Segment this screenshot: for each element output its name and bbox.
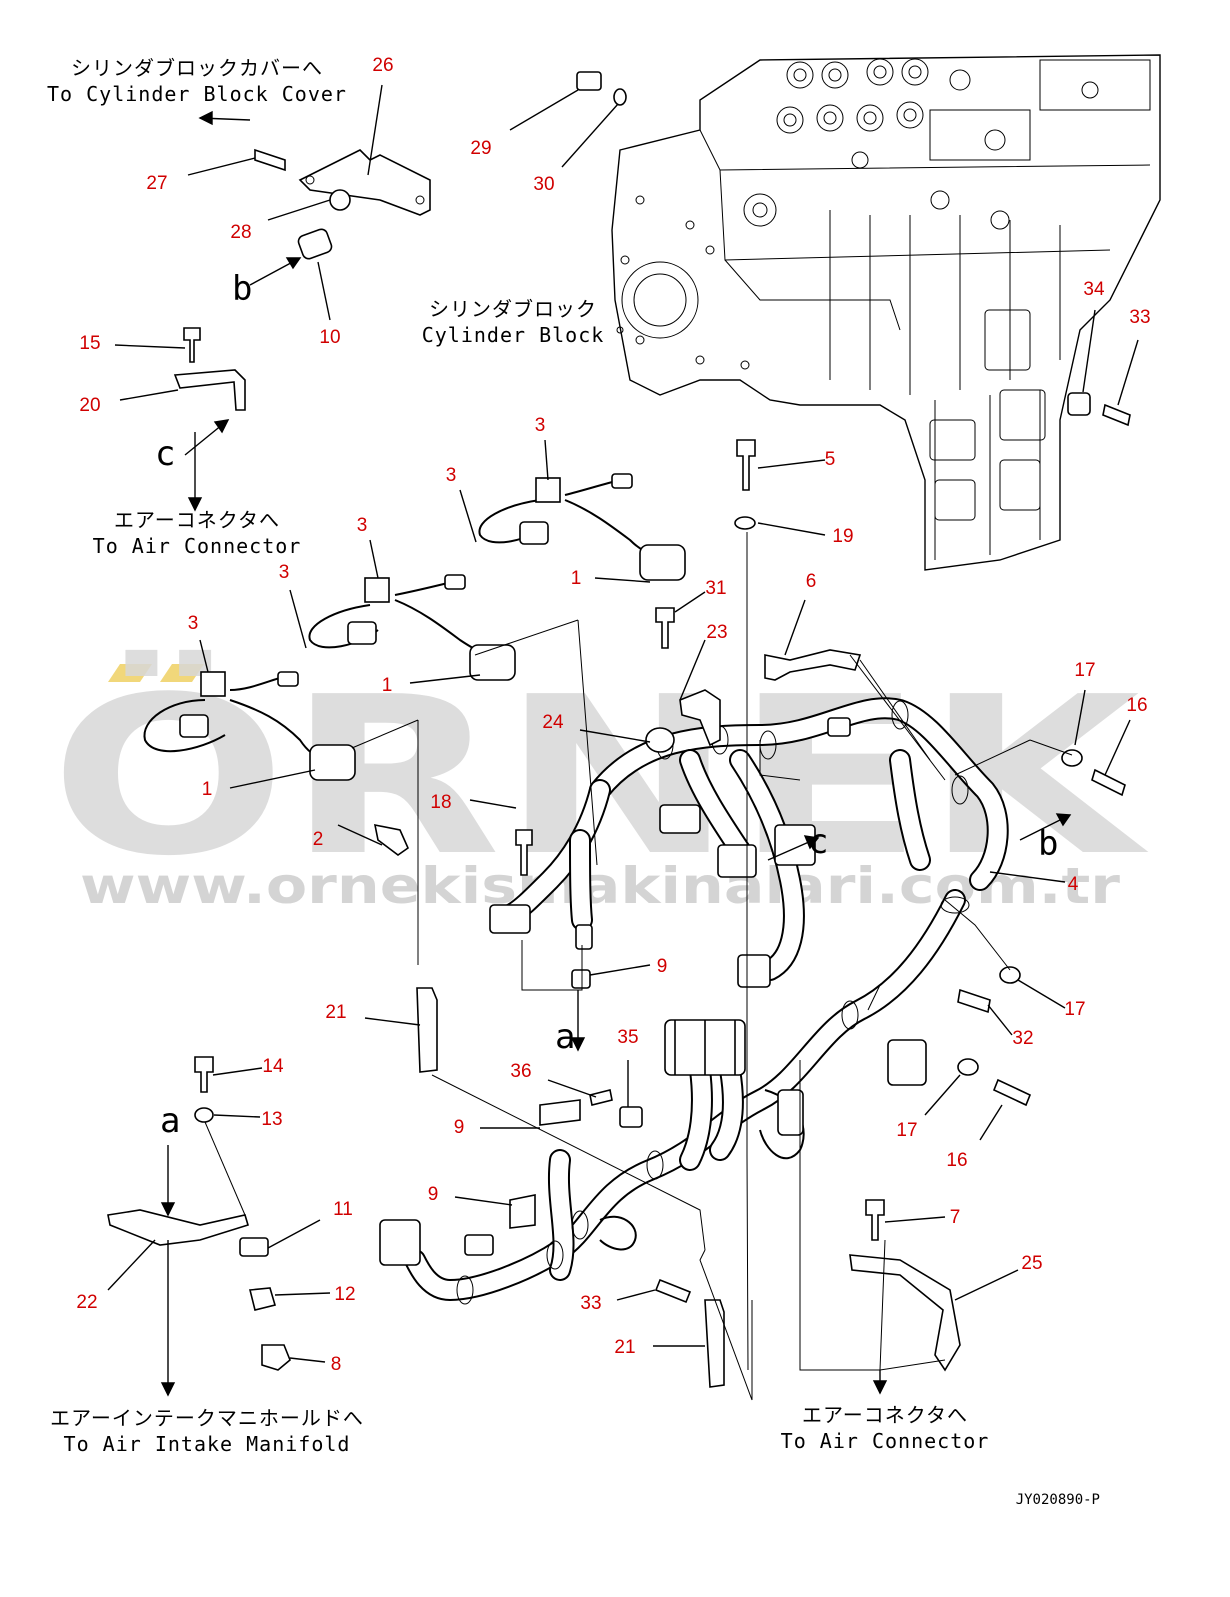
view-letter-b-top: b: [232, 269, 252, 309]
note-air-connector2-jp: エアーコネクタへ: [802, 1403, 968, 1427]
note-air-intake-jp: エアーインテークマニホールドへ: [50, 1406, 364, 1430]
callout-19: 19: [832, 526, 853, 547]
figure-code: JY020890-P: [1016, 1492, 1100, 1508]
callout-35: 35: [617, 1027, 638, 1048]
cylinder-block-illustration: [611, 54, 1161, 571]
callout-1-a: 1: [571, 568, 582, 589]
callout-15: 15: [79, 333, 100, 354]
callout-4: 4: [1068, 874, 1079, 895]
callout-33-top: 33: [1129, 307, 1150, 328]
callout-7: 7: [950, 1207, 961, 1228]
callout-25: 25: [1021, 1253, 1042, 1274]
callout-20: 20: [79, 395, 100, 416]
callout-22: 22: [76, 1292, 97, 1313]
callout-33-bottom: 33: [580, 1293, 601, 1314]
view-letter-c-center: c: [808, 822, 828, 862]
note-air-connector-en: To Air Connector: [93, 534, 302, 558]
note-air-connector-jp: エアーコネクタへ: [114, 508, 280, 532]
callout-3-c: 3: [357, 515, 368, 536]
callout-29: 29: [470, 138, 491, 159]
sensors: [143, 473, 686, 781]
callout-28: 28: [230, 222, 251, 243]
part-callouts: 26 27 28 10 29 30 15 20 34 33 3 3 3 3 3 …: [76, 55, 1150, 1375]
callout-9-a: 9: [657, 956, 668, 977]
callout-23: 23: [706, 622, 727, 643]
callout-32: 32: [1012, 1028, 1033, 1049]
callout-21-a: 21: [325, 1002, 346, 1023]
view-letters: b c c b a a: [155, 269, 1058, 1141]
callout-16-b: 16: [946, 1150, 967, 1171]
leader-lines: [107, 84, 1139, 1401]
callout-17-b: 17: [1064, 999, 1085, 1020]
callout-3-d: 3: [279, 562, 290, 583]
callout-9-b: 9: [454, 1117, 465, 1138]
note-cylinder-block-en: Cylinder Block: [422, 323, 605, 347]
callout-10: 10: [319, 327, 340, 348]
watermark-accent-right: [160, 664, 204, 682]
callout-17-c: 17: [896, 1120, 917, 1141]
callout-24: 24: [542, 712, 564, 733]
callout-26: 26: [372, 55, 393, 76]
watermark-accent-left: [108, 664, 152, 682]
hardware: [107, 71, 1131, 1388]
callout-1-c: 1: [202, 779, 213, 800]
callout-3-b: 3: [446, 465, 457, 486]
callout-17-a: 17: [1074, 660, 1095, 681]
callout-18: 18: [430, 792, 451, 813]
view-letter-c-left: c: [155, 434, 175, 474]
note-air-intake-en: To Air Intake Manifold: [64, 1432, 351, 1456]
callout-31: 31: [705, 578, 726, 599]
callout-2: 2: [313, 829, 324, 850]
callout-8: 8: [331, 1354, 342, 1375]
callout-12: 12: [334, 1284, 355, 1305]
callout-13: 13: [261, 1109, 282, 1130]
callout-21-b: 21: [614, 1337, 635, 1358]
note-cylinder-block-cover-en: To Cylinder Block Cover: [47, 82, 347, 106]
note-air-connector2-en: To Air Connector: [781, 1429, 990, 1453]
callout-11: 11: [333, 1199, 353, 1220]
callout-34: 34: [1083, 279, 1105, 300]
callout-30: 30: [533, 174, 554, 195]
callout-5: 5: [825, 449, 836, 470]
view-letter-a-center: a: [555, 1017, 575, 1057]
callout-3-a: 3: [535, 415, 546, 436]
notes: シリンダブロックカバーへ To Cylinder Block Cover シリン…: [47, 56, 1100, 1508]
callout-14: 14: [262, 1056, 284, 1077]
callout-1-b: 1: [382, 675, 393, 696]
note-cylinder-block-cover-jp: シリンダブロックカバーへ: [71, 56, 323, 80]
view-letter-b-right: b: [1038, 824, 1058, 864]
view-letter-a-left: a: [160, 1101, 180, 1141]
callout-36: 36: [510, 1061, 531, 1082]
callout-9-c: 9: [428, 1184, 439, 1205]
note-cylinder-block-jp: シリンダブロック: [429, 297, 597, 321]
callout-6: 6: [806, 571, 817, 592]
callout-16-a: 16: [1126, 695, 1147, 716]
watermark-url: www.ornekismakinalari.com.tr: [80, 857, 1120, 915]
callout-27: 27: [146, 173, 167, 194]
callout-3-e: 3: [188, 613, 199, 634]
